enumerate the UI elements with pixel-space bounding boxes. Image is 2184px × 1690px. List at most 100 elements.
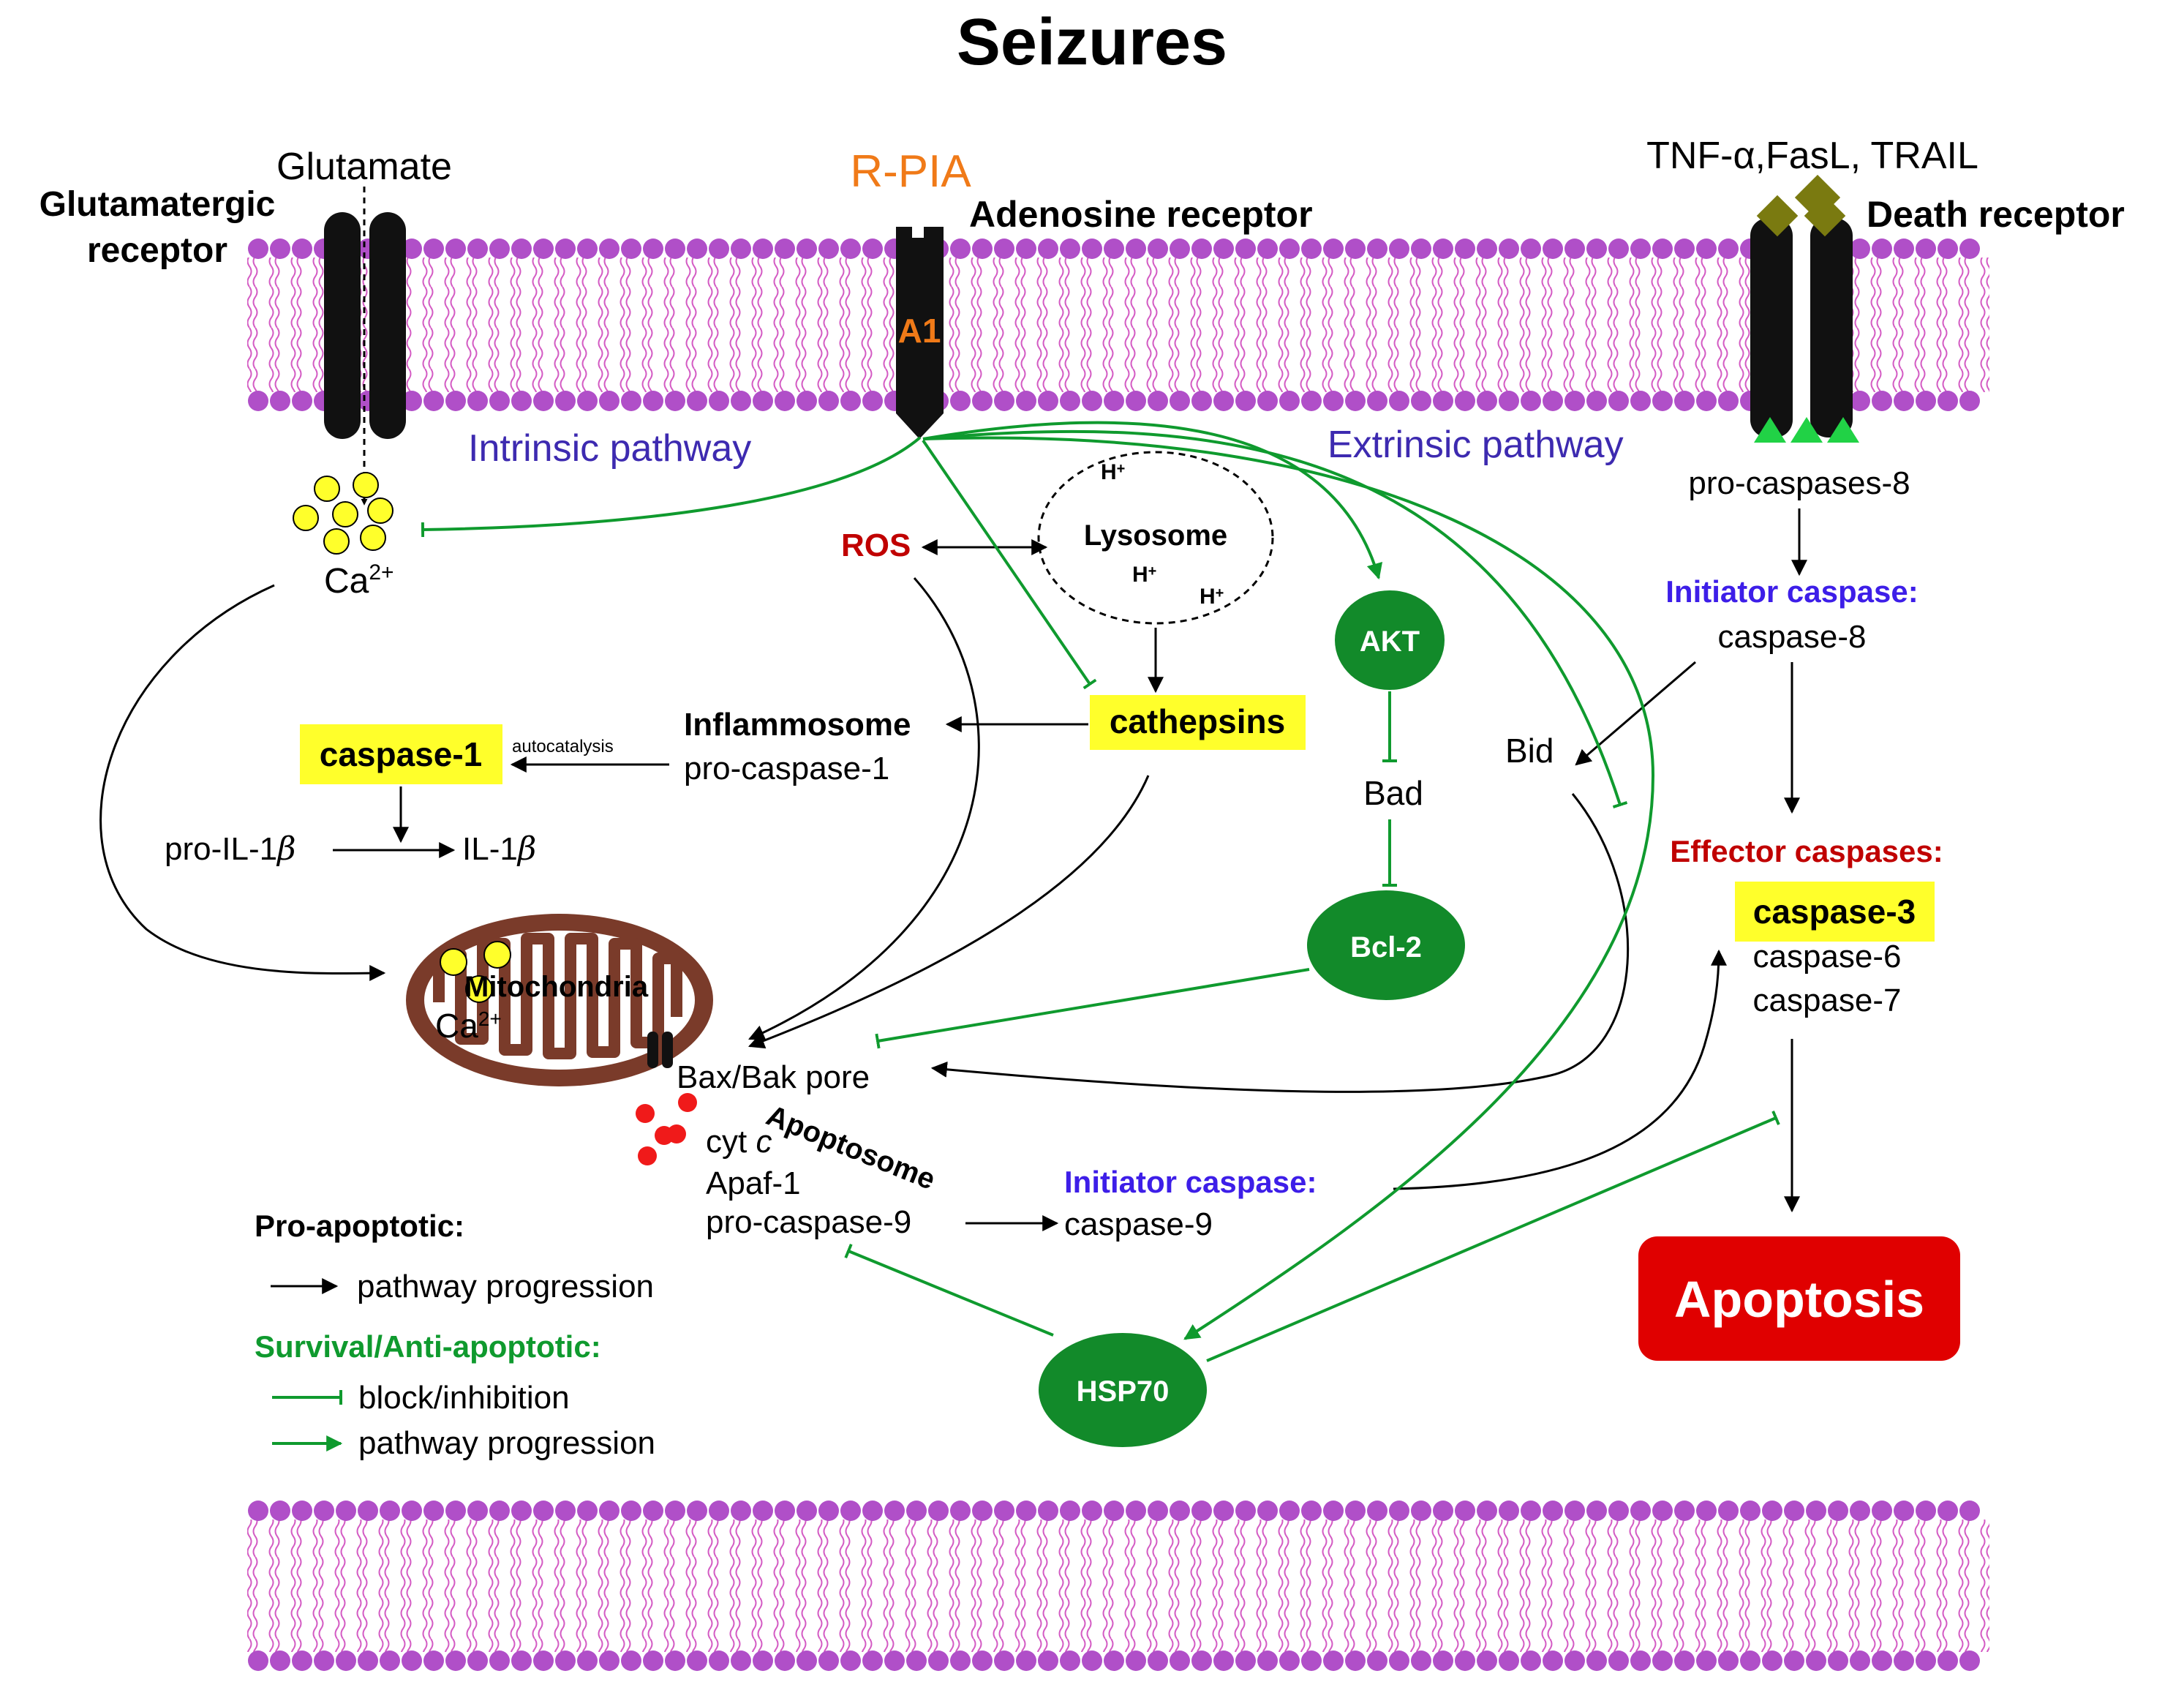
lipid-head <box>1499 1650 1519 1671</box>
lipid-head <box>797 391 817 411</box>
lipid-head <box>1104 1501 1124 1521</box>
lipid-head <box>336 1650 356 1671</box>
glutamatergic-receptor <box>324 187 406 506</box>
inhibit-effectors <box>922 429 1628 808</box>
lipid-head <box>1279 239 1300 259</box>
mitochondria <box>406 914 713 1086</box>
lipid-head <box>577 1501 598 1521</box>
inhibit-calcium <box>421 436 922 538</box>
lipid-head <box>1191 1650 1212 1671</box>
lipid-head <box>1235 239 1256 259</box>
lipid-head <box>643 1501 663 1521</box>
lipid-head <box>1959 1650 1980 1671</box>
glutamatergic-receptor-label-line1: Glutamatergic <box>39 185 276 224</box>
arrow-ros-to-bax-bak <box>748 577 980 1040</box>
lipid-head <box>1170 391 1190 411</box>
lipid-head <box>621 1501 641 1521</box>
proton-label-2: H+ <box>1132 563 1156 587</box>
lipid-head <box>467 1650 488 1671</box>
lipid-head <box>1411 239 1431 259</box>
lipid-head <box>1499 1501 1519 1521</box>
lipid-head <box>1696 239 1717 259</box>
lipid-head <box>665 1501 685 1521</box>
lipid-head <box>1038 391 1058 411</box>
lipid-head <box>1850 1650 1870 1671</box>
lipid-head <box>1586 1501 1607 1521</box>
lipid-head <box>1082 391 1102 411</box>
lipid-head <box>840 391 861 411</box>
lipid-head <box>1740 1501 1761 1521</box>
lipid-head <box>1630 1501 1651 1521</box>
arrow-calcium-to-mitochondria <box>99 584 386 982</box>
mitochondria-calcium-label: Ca2+ <box>435 1007 502 1045</box>
lipid-head <box>687 239 707 259</box>
lipid-head <box>753 1650 773 1671</box>
lipid-head <box>775 1650 795 1671</box>
lipid-head <box>511 391 532 411</box>
lipid-head <box>1586 1650 1607 1671</box>
lipid-head <box>1016 391 1036 411</box>
cell-membrane-top <box>247 239 1989 411</box>
lipid-head <box>1784 1650 1804 1671</box>
lipid-head <box>709 1650 729 1671</box>
lipid-head <box>1455 1501 1475 1521</box>
lipid-head <box>402 1650 422 1671</box>
lipid-head <box>533 239 554 259</box>
caspase-9-label: caspase-9 <box>1064 1206 1213 1242</box>
lipid-head <box>884 1501 905 1521</box>
lipid-head <box>1762 1501 1782 1521</box>
lipid-head <box>1630 1650 1651 1671</box>
lipid-head <box>928 1650 949 1671</box>
pro-caspases-8-label: pro-caspases-8 <box>1688 465 1910 501</box>
lipid-head <box>555 1501 576 1521</box>
lipid-head <box>862 1501 883 1521</box>
arrow-bid-to-bax-bak <box>930 793 1629 1093</box>
lipid-head <box>1784 1501 1804 1521</box>
lipid-head <box>336 1501 356 1521</box>
lipid-head <box>1257 391 1278 411</box>
lipid-head <box>1608 239 1629 259</box>
lipid-head <box>292 1501 312 1521</box>
lipid-head <box>445 1501 466 1521</box>
lipid-head <box>687 1650 707 1671</box>
lipid-head <box>687 1501 707 1521</box>
lipid-head <box>1828 1650 1848 1671</box>
lipid-head <box>292 239 312 259</box>
lipid-head <box>1806 1650 1826 1671</box>
lipid-head <box>1235 1501 1256 1521</box>
diagram-title: Seizures <box>957 6 1227 79</box>
inflammosome-label: Inflammosome <box>684 707 911 743</box>
lipid-head <box>489 391 510 411</box>
arrow-cathepsins-to-bax-bak <box>748 775 1150 1049</box>
lipid-tails <box>247 258 1989 392</box>
lipid-head <box>950 1650 971 1671</box>
lipid-head <box>1455 239 1475 259</box>
lipid-head <box>1148 239 1168 259</box>
lipid-head <box>753 1501 773 1521</box>
lipid-head <box>1235 1650 1256 1671</box>
lipid-head <box>1630 391 1651 411</box>
lipid-head <box>270 1501 290 1521</box>
lipid-head <box>248 239 268 259</box>
lipid-head <box>665 1650 685 1671</box>
lipid-head <box>1411 1650 1431 1671</box>
lipid-head <box>1872 1650 1892 1671</box>
lipid-head <box>994 1501 1014 1521</box>
lipid-head <box>665 391 685 411</box>
lipid-head <box>665 239 685 259</box>
legend-anti-progression: pathway progression <box>358 1425 655 1461</box>
legend-pro-progression: pathway progression <box>357 1269 654 1304</box>
lipid-head <box>753 391 773 411</box>
cyt-c-label: cyt c <box>706 1124 772 1160</box>
lipid-head <box>423 1501 444 1521</box>
lysosome-label: Lysosome <box>1084 519 1227 552</box>
lipid-head <box>445 391 466 411</box>
lipid-head <box>489 239 510 259</box>
legend-pro-apoptotic-title: Pro-apoptotic: <box>255 1209 464 1243</box>
calcium-ions-cluster <box>293 472 394 555</box>
lipid-head <box>1082 239 1102 259</box>
lipid-head <box>1543 1650 1563 1671</box>
lipid-head <box>467 391 488 411</box>
activate-akt <box>922 421 1383 580</box>
lipid-head <box>972 239 993 259</box>
